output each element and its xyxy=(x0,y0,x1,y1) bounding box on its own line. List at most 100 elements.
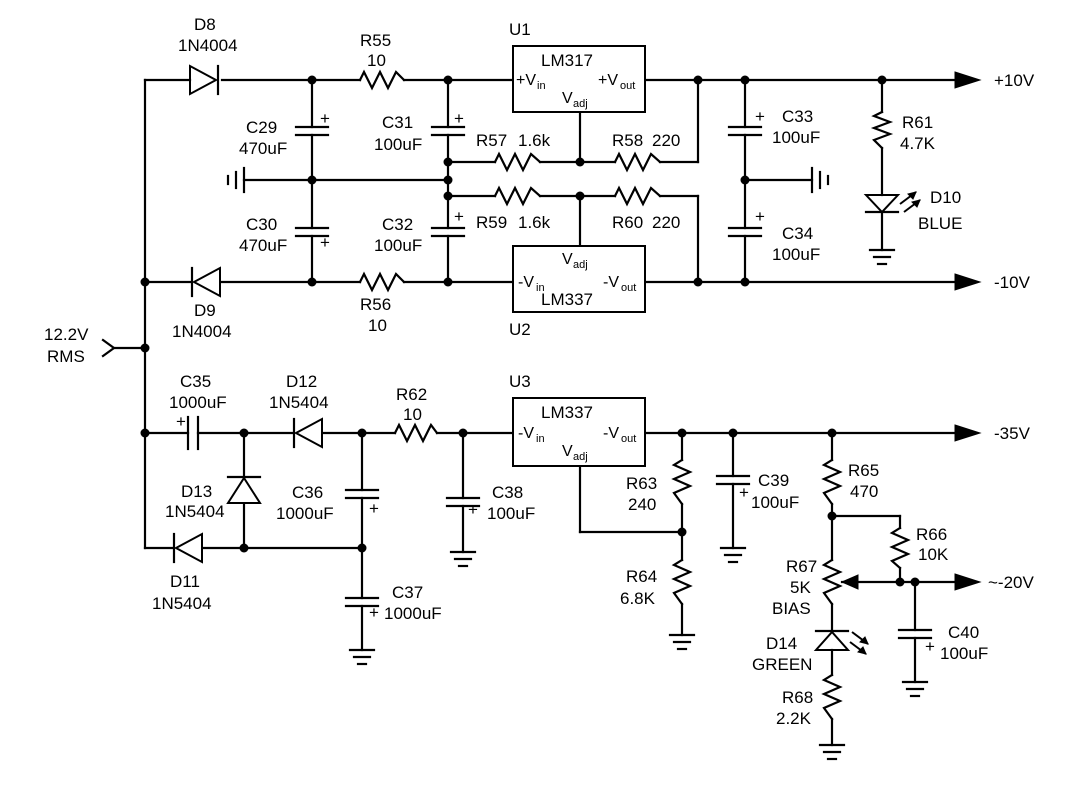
c38-ref: C38 xyxy=(492,483,523,502)
d9-value: 1N4004 xyxy=(172,322,232,341)
c35-ref: C35 xyxy=(180,372,211,391)
r60-value: 220 xyxy=(652,213,680,232)
resistor-r66 xyxy=(889,526,911,570)
resistor-r60 xyxy=(613,185,662,207)
r62-value: 10 xyxy=(403,405,422,424)
c36-value: 1000uF xyxy=(276,504,334,523)
u2-vout: -V xyxy=(603,274,619,291)
r66-ref: R66 xyxy=(916,525,947,544)
diode-d11 xyxy=(172,532,203,564)
d10-value: BLUE xyxy=(918,214,962,233)
ic-u3: LM337 -V in -V out V adj xyxy=(512,397,646,467)
r56-ref: R56 xyxy=(360,295,391,314)
r60-ref: R60 xyxy=(612,213,643,232)
r68-value: 2.2K xyxy=(776,709,812,728)
r58-ref: R58 xyxy=(612,131,643,150)
capacitor-c32 xyxy=(430,226,466,238)
polarity-marks: + + + + + + + + + + + + xyxy=(176,107,935,656)
r64-value: 6.8K xyxy=(620,589,656,608)
u1-vadj: V xyxy=(562,90,573,107)
ic-u1: LM317 +V in +V out V adj xyxy=(512,45,646,113)
u3-ref: U3 xyxy=(509,372,531,391)
c32-plus: + xyxy=(454,207,464,226)
c35-plus: + xyxy=(176,412,186,431)
led-d10 xyxy=(863,191,921,214)
u1-vin: +V xyxy=(516,72,536,89)
diode-d12 xyxy=(292,417,323,449)
wiper-arrow-icon xyxy=(840,574,859,590)
u1-vadj-sub: adj xyxy=(573,98,588,110)
arrow-minus10-icon xyxy=(954,273,982,291)
ground-icon xyxy=(226,166,246,194)
r65-ref: R65 xyxy=(848,461,879,480)
c33-plus: + xyxy=(755,107,765,126)
d14-value: GREEN xyxy=(752,655,812,674)
capacitor-c35 xyxy=(186,415,200,451)
capacitor-c38 xyxy=(445,496,481,508)
resistor-r56 xyxy=(358,271,406,293)
d12-value: 1N5404 xyxy=(269,393,329,412)
output-minus10: -10V xyxy=(994,273,1031,292)
arrow-minus20-icon xyxy=(954,573,982,591)
c29-ref: C29 xyxy=(246,118,277,137)
input-connector xyxy=(101,338,116,358)
junctions xyxy=(140,75,920,587)
labels: U1 U2 U3 12.2V RMS +10V -10V -35V ~-20V … xyxy=(44,15,1035,728)
ground-icon xyxy=(719,546,747,564)
d13-value: 1N5404 xyxy=(165,502,225,521)
diode-d9 xyxy=(190,266,221,298)
c30-ref: C30 xyxy=(246,215,277,234)
ic-u2: V adj -V in -V out LM337 xyxy=(512,245,646,313)
c29-value: 470uF xyxy=(239,139,287,158)
diode-d8 xyxy=(189,64,220,96)
r61-value: 4.7K xyxy=(900,134,936,153)
c30-plus: + xyxy=(320,233,330,252)
u1-part: LM317 xyxy=(541,51,593,70)
c40-value: 100uF xyxy=(940,644,988,663)
u1-vout: +V xyxy=(598,72,618,89)
capacitor-c31 xyxy=(430,125,466,137)
c34-value: 100uF xyxy=(772,245,820,264)
capacitor-c36 xyxy=(344,488,380,500)
c31-plus: + xyxy=(454,109,464,128)
u2-vin: -V xyxy=(518,274,534,291)
r58-value: 220 xyxy=(652,131,680,150)
c37-plus: + xyxy=(369,603,379,622)
c39-value: 100uF xyxy=(751,493,799,512)
ground-icon xyxy=(449,550,477,568)
d11-value: 1N5404 xyxy=(152,594,212,613)
u3-part: LM337 xyxy=(541,403,593,422)
u3-vadj-sub: adj xyxy=(573,451,588,463)
c40-ref: C40 xyxy=(948,623,979,642)
resistor-r63 xyxy=(671,458,693,506)
ground-icon xyxy=(818,743,846,761)
c39-plus: + xyxy=(739,483,749,502)
r68-ref: R68 xyxy=(782,688,813,707)
output-minus35: -35V xyxy=(994,424,1031,443)
capacitor-c29 xyxy=(294,125,330,137)
c31-value: 100uF xyxy=(374,135,422,154)
c40-plus: + xyxy=(925,637,935,656)
u3-vout-sub: out xyxy=(621,433,636,445)
capacitor-c39 xyxy=(715,474,751,486)
resistor-r59 xyxy=(493,185,542,207)
u3-vin-sub: in xyxy=(536,433,545,445)
r56-value: 10 xyxy=(368,316,387,335)
resistor-r65 xyxy=(821,458,843,506)
u1-ref: U1 xyxy=(509,20,531,39)
ground-icon xyxy=(810,166,830,194)
ground-symbols xyxy=(226,166,929,761)
r63-ref: R63 xyxy=(626,474,657,493)
led-d14 xyxy=(813,629,869,655)
r62-ref: R62 xyxy=(396,385,427,404)
arrow-minus35-icon xyxy=(954,424,982,442)
r59-value: 1.6k xyxy=(518,213,551,232)
c31-ref: C31 xyxy=(382,113,413,132)
d14-ref: D14 xyxy=(766,634,797,653)
d8-ref: D8 xyxy=(194,15,216,34)
u1-vout-sub: out xyxy=(620,80,635,92)
capacitor-c40 xyxy=(897,628,933,640)
u3-vin: -V xyxy=(518,425,534,442)
d12-ref: D12 xyxy=(286,372,317,391)
